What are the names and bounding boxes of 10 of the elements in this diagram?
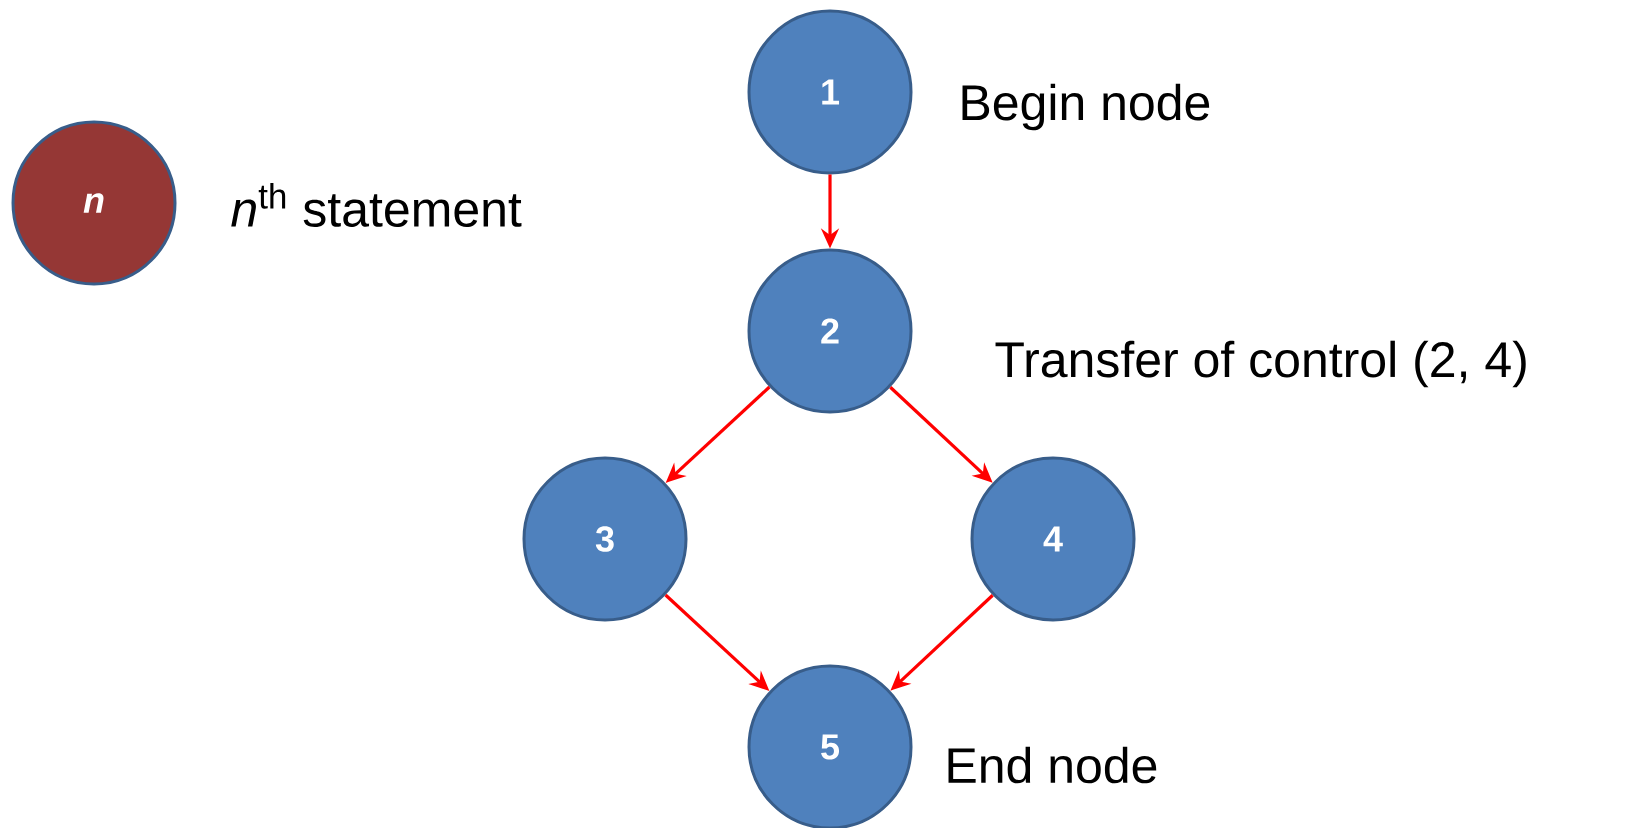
circle-node: 1: [747, 9, 913, 175]
node-label: Begin node: [962, 83, 1210, 131]
circle-node: 5: [747, 664, 913, 828]
circle-node: 2: [747, 248, 913, 414]
circle-node: 3: [522, 456, 688, 622]
circle-node: 4: [970, 456, 1136, 622]
annotation: Transfer of control (2, 4): [995, 340, 1526, 388]
node-label: n$^{th}$ statement: [231, 183, 522, 227]
circle-node: n: [11, 120, 177, 286]
node-label: End node: [948, 746, 1157, 784]
